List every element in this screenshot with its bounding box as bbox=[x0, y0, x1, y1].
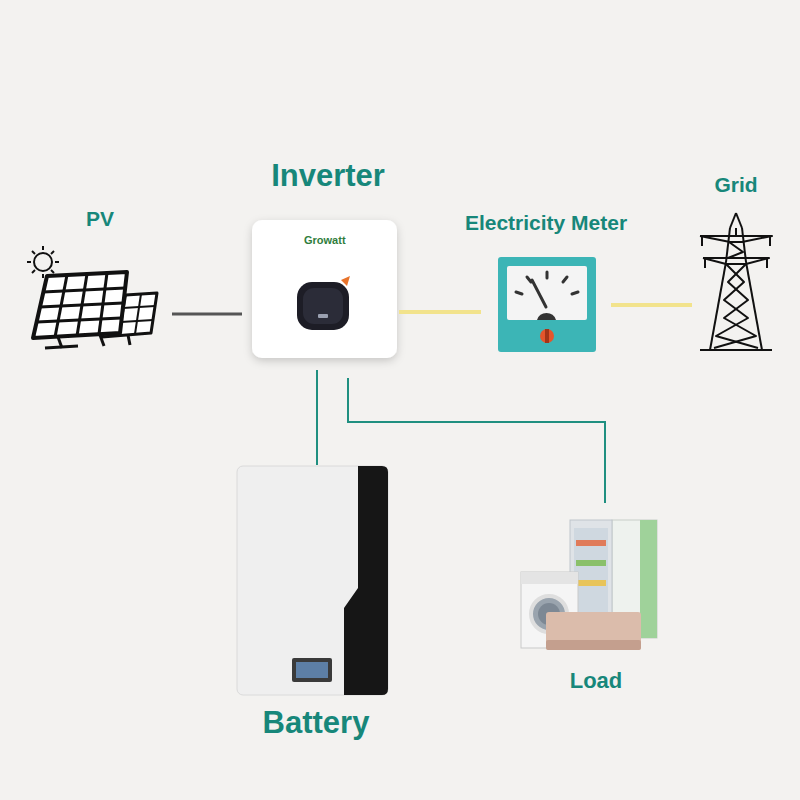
node-heading: Battery bbox=[263, 707, 370, 738]
connector-line bbox=[399, 310, 481, 314]
node-heading: Load bbox=[570, 670, 623, 692]
node-heading: Electricity Meter bbox=[465, 212, 627, 233]
connector-line bbox=[316, 370, 318, 465]
node-heading: Grid bbox=[714, 174, 757, 195]
appliances bbox=[521, 520, 657, 650]
load-node: Load bbox=[520, 517, 658, 650]
node-heading: Inverter bbox=[271, 160, 385, 191]
solar-panels bbox=[33, 272, 157, 348]
connector-line bbox=[348, 378, 605, 503]
inverter-device bbox=[252, 220, 397, 358]
inverter-node: InverterGrowatt bbox=[252, 220, 398, 358]
connector-line bbox=[172, 313, 242, 316]
meter-icon bbox=[498, 257, 596, 352]
node-heading: PV bbox=[86, 208, 114, 229]
battery-unit bbox=[237, 466, 388, 695]
battery-node: Battery bbox=[237, 466, 388, 695]
brand-logo-text: Growatt bbox=[304, 235, 346, 246]
meter-node: Electricity Meter bbox=[498, 257, 596, 352]
sun-icon bbox=[27, 246, 59, 278]
pv-node: PV bbox=[25, 245, 165, 350]
power-tower bbox=[700, 213, 772, 350]
connector-line bbox=[611, 303, 692, 307]
grid-node: Grid bbox=[697, 212, 777, 352]
